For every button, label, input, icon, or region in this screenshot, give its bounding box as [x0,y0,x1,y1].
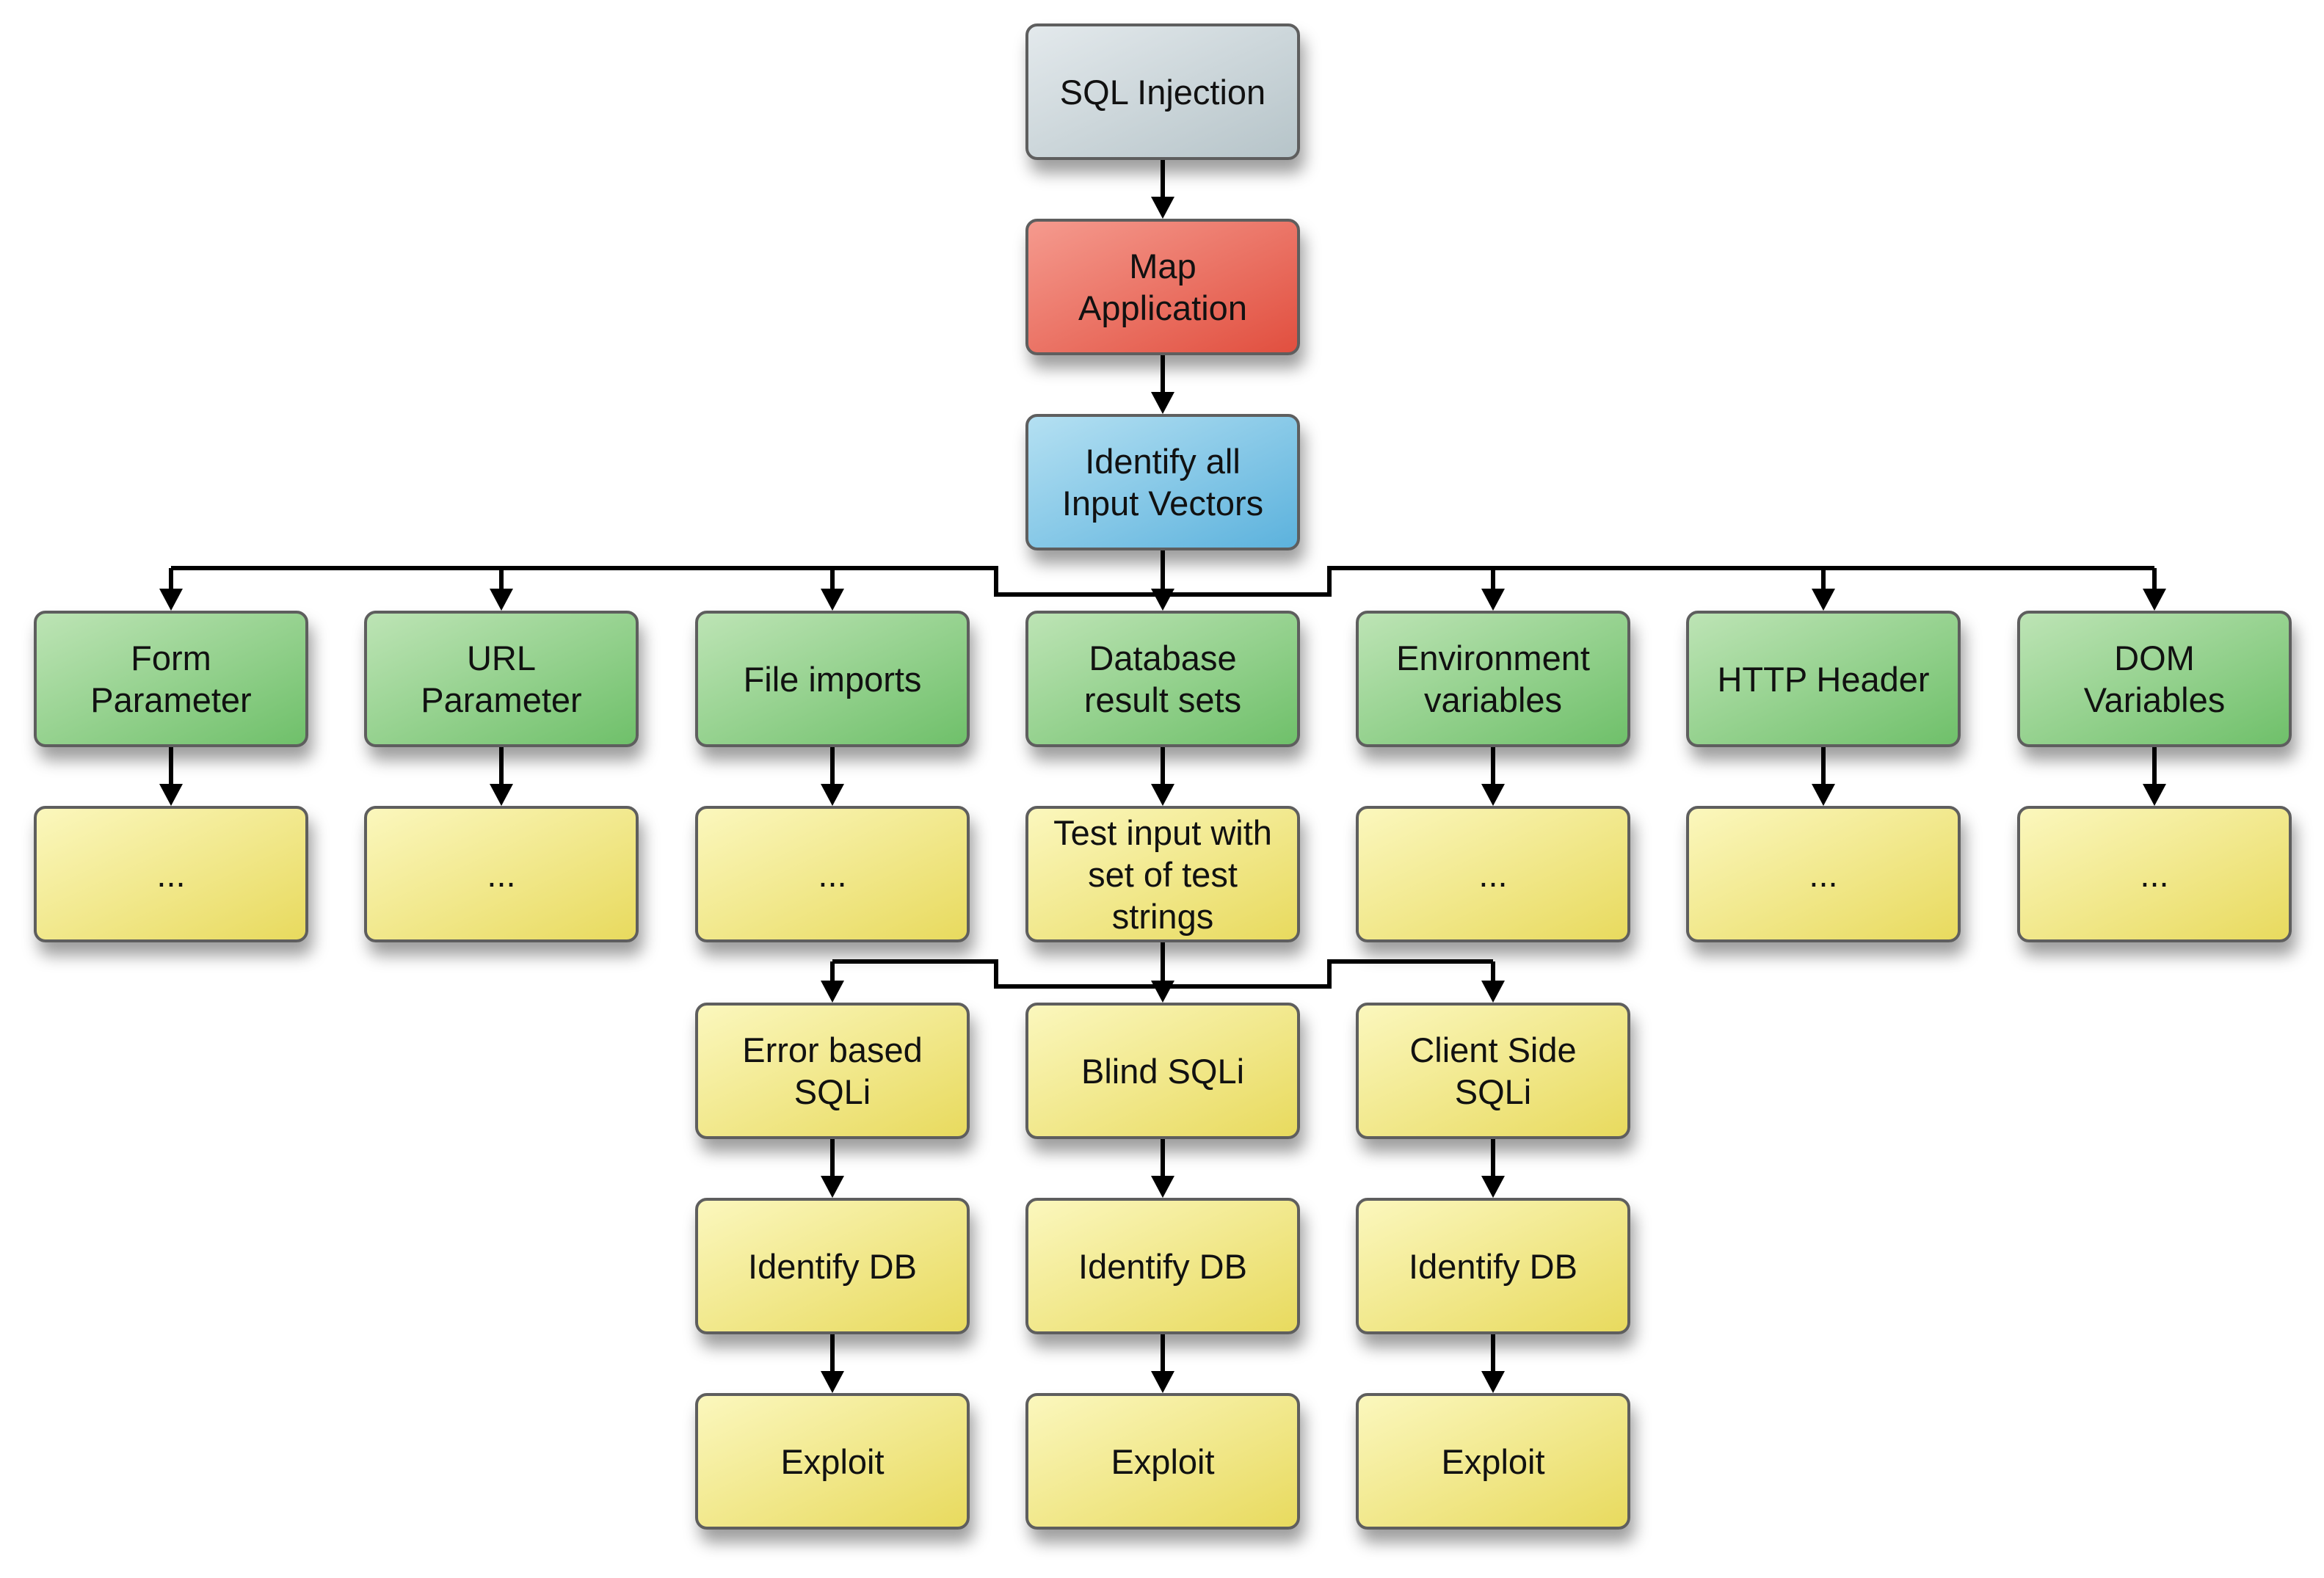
arrow-identify-db-2-to-exploit-arrowhead [1481,1371,1505,1393]
vector-environment-variables[interactable]: Environment variables [1356,611,1630,747]
vector-database-result-sets[interactable]: Database result sets [1025,611,1300,747]
branch-sqli-0-arrowhead [821,981,844,1003]
exploit-blind-node[interactable]: Exploit [1025,1393,1300,1530]
identify-db-blind-node[interactable]: Identify DB [1025,1198,1300,1334]
branch-vector-6-arrowhead [2143,589,2166,611]
arrow-vector-3-to-step-arrowhead [1151,784,1174,806]
arrow-sqli-2-to-identify-db-arrowhead [1481,1176,1505,1198]
arrow-vector-6-to-step-arrowhead [2143,784,2166,806]
vector-file-imports[interactable]: File imports [695,611,970,747]
arrow-vector-4-to-step-arrowhead [1481,784,1505,806]
branch-vector-0-arrowhead [159,589,183,611]
branch-sqli-2-arrowhead [1481,981,1505,1003]
step-file-imports[interactable]: ... [695,806,970,942]
arrow-root-to-map-arrowhead [1151,197,1174,219]
step-environment-variables[interactable]: ... [1356,806,1630,942]
sql-injection-node[interactable]: SQL Injection [1025,23,1300,160]
vector-dom-variables[interactable]: DOM Variables [2017,611,2292,747]
step-url-parameter[interactable]: ... [364,806,639,942]
vector-url-parameter[interactable]: URL Parameter [364,611,639,747]
arrow-sqli-0-to-identify-db-arrowhead [821,1176,844,1198]
vector-form-parameter[interactable]: Form Parameter [34,611,308,747]
blind-sqli-node[interactable]: Blind SQLi [1025,1003,1300,1139]
step-form-parameter[interactable]: ... [34,806,308,942]
client-side-sqli-node[interactable]: Client Side SQLi [1356,1003,1630,1139]
branch-vector-1-arrowhead [490,589,513,611]
branch-vector-3-arrowhead [1151,589,1174,611]
arrow-vector-5-to-step-arrowhead [1812,784,1835,806]
identify-db-client-node[interactable]: Identify DB [1356,1198,1630,1334]
vector-http-header[interactable]: HTTP Header [1686,611,1961,747]
map-application-node[interactable]: Map Application [1025,219,1300,355]
arrow-vector-2-to-step-arrowhead [821,784,844,806]
branch-vector-4-arrowhead [1481,589,1505,611]
step-dom-variables[interactable]: ... [2017,806,2292,942]
identify-input-vectors-node[interactable]: Identify all Input Vectors [1025,414,1300,550]
arrow-vector-0-to-step-arrowhead [159,784,183,806]
error-based-sqli-node[interactable]: Error based SQLi [695,1003,970,1139]
branch-sqli-1-arrowhead [1151,981,1174,1003]
exploit-error-node[interactable]: Exploit [695,1393,970,1530]
test-input-node[interactable]: Test input with set of test strings [1025,806,1300,942]
branch-vector-5-arrowhead [1812,589,1835,611]
arrow-identify-db-0-to-exploit-arrowhead [821,1371,844,1393]
arrow-sqli-1-to-identify-db-arrowhead [1151,1176,1174,1198]
arrow-map-to-identify-arrowhead [1151,392,1174,414]
arrow-vector-1-to-step-arrowhead [490,784,513,806]
step-http-header[interactable]: ... [1686,806,1961,942]
exploit-client-node[interactable]: Exploit [1356,1393,1630,1530]
arrow-identify-db-1-to-exploit-arrowhead [1151,1371,1174,1393]
identify-db-error-node[interactable]: Identify DB [695,1198,970,1334]
branch-vector-2-arrowhead [821,589,844,611]
